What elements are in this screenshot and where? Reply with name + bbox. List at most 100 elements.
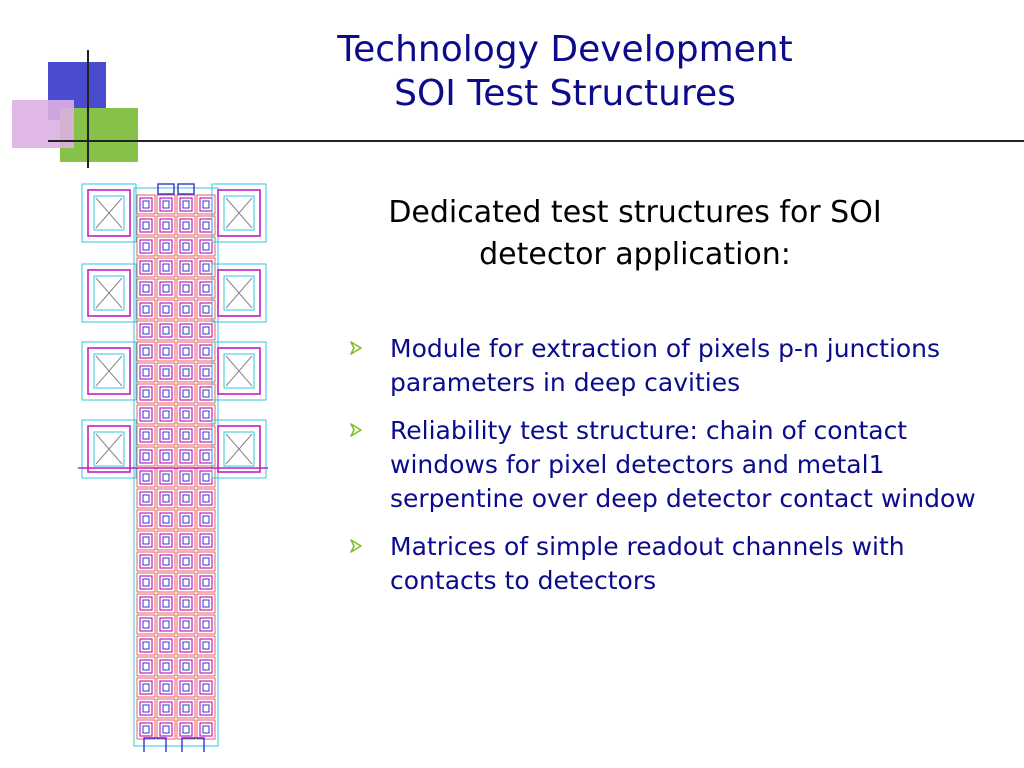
layout-cell-outer	[196, 551, 216, 572]
layout-cell-outer	[196, 488, 216, 509]
layout-cell-contact	[182, 641, 190, 650]
layout-cell-outer	[156, 530, 176, 551]
layout-cell-inner	[199, 344, 213, 359]
layout-cell-outer	[156, 614, 176, 635]
layout-cell-outer	[136, 719, 156, 740]
layout-cell-contact	[182, 599, 190, 608]
layout-pad-inner	[93, 195, 125, 231]
layout-cell-inner	[199, 701, 213, 716]
layout-cell-contact	[142, 473, 150, 482]
layout-cell-contact	[142, 536, 150, 545]
layout-cell-contact	[162, 641, 170, 650]
layout-cell-outer	[136, 488, 156, 509]
layout-cell-contact	[142, 410, 150, 419]
layout-cell-inner	[199, 260, 213, 275]
layout-cell-contact	[162, 305, 170, 314]
layout-cell-outer	[196, 362, 216, 383]
layout-cell-contact	[162, 599, 170, 608]
layout-cell-outer	[196, 530, 216, 551]
layout-cell-contact	[142, 221, 150, 230]
layout-cell-outer	[176, 677, 196, 698]
layout-cell-contact	[142, 662, 150, 671]
layout-cell-outer	[156, 572, 176, 593]
layout-cell-contact	[202, 221, 210, 230]
layout-cell-outer	[156, 635, 176, 656]
arrow-bullet-icon	[350, 539, 362, 553]
layout-cell-outer	[156, 425, 176, 446]
layout-cell-inner	[159, 470, 173, 485]
layout-cell-inner	[159, 596, 173, 611]
layout-cell-inner	[159, 365, 173, 380]
layout-cell-outer	[156, 404, 176, 425]
layout-cell-contact	[182, 452, 190, 461]
layout-cell-inner	[179, 533, 193, 548]
layout-cell-contact	[162, 326, 170, 335]
slide-subtitle: Dedicated test structures for SOI detect…	[330, 192, 940, 276]
layout-cell-contact	[162, 620, 170, 629]
layout-cell-contact	[162, 221, 170, 230]
layout-cell-inner	[139, 407, 153, 422]
layout-cell-outer	[176, 614, 196, 635]
layout-bottom-loop	[181, 737, 205, 752]
layout-pad-cross	[95, 197, 123, 229]
layout-cell-inner	[199, 512, 213, 527]
layout-cell-contact	[162, 389, 170, 398]
layout-cell-outer	[156, 341, 176, 362]
layout-pad-ring	[217, 347, 261, 395]
layout-cell-inner	[179, 428, 193, 443]
layout-cell-inner	[159, 449, 173, 464]
layout-cell-contact	[142, 284, 150, 293]
layout-cell-outer	[176, 635, 196, 656]
layout-cell-contact	[202, 725, 210, 734]
layout-cell-outer	[176, 194, 196, 215]
layout-cell-outer	[156, 593, 176, 614]
layout-cell-contact	[162, 515, 170, 524]
layout-cell-contact	[202, 578, 210, 587]
slide-title: Technology Development SOI Test Structur…	[200, 28, 930, 116]
layout-cell-inner	[179, 281, 193, 296]
layout-pad-cross	[95, 433, 123, 465]
layout-cell-contact	[202, 515, 210, 524]
layout-cell-outer	[136, 299, 156, 320]
layout-pad-outer	[81, 263, 137, 323]
layout-cell-outer	[156, 362, 176, 383]
layout-cell-inner	[159, 302, 173, 317]
layout-cell-contact	[162, 263, 170, 272]
layout-cell-inner	[199, 470, 213, 485]
layout-cell-outer	[176, 215, 196, 236]
layout-cell-outer	[136, 194, 156, 215]
layout-pad-ring	[217, 425, 261, 473]
layout-cell-outer	[176, 719, 196, 740]
layout-cell-contact	[142, 305, 150, 314]
layout-cell-contact	[182, 662, 190, 671]
layout-cell-inner	[179, 365, 193, 380]
layout-cell-contact	[182, 515, 190, 524]
layout-cell-outer	[136, 362, 156, 383]
layout-pad-outer	[211, 341, 267, 401]
layout-cell-inner	[179, 197, 193, 212]
layout-cell-inner	[179, 680, 193, 695]
arrow-bullet-icon	[350, 423, 362, 437]
layout-cell-inner	[159, 659, 173, 674]
layout-cell-outer	[176, 383, 196, 404]
layout-cell-outer	[196, 257, 216, 278]
layout-cell-contact	[182, 683, 190, 692]
layout-cell-outer	[196, 635, 216, 656]
layout-cell-inner	[139, 617, 153, 632]
layout-cell-inner	[179, 449, 193, 464]
layout-cell-inner	[159, 428, 173, 443]
layout-cell-inner	[159, 260, 173, 275]
layout-cell-inner	[179, 638, 193, 653]
layout-pad-outer	[211, 263, 267, 323]
layout-cell-outer	[136, 446, 156, 467]
slide-subtitle-line-2: detector application:	[479, 237, 791, 272]
layout-cell-contact	[202, 389, 210, 398]
layout-cell-contact	[142, 200, 150, 209]
layout-cell-inner	[199, 617, 213, 632]
layout-cell-inner	[179, 701, 193, 716]
layout-cell-outer	[196, 593, 216, 614]
layout-cell-contact	[202, 641, 210, 650]
layout-cell-contact	[202, 200, 210, 209]
layout-cell-contact	[142, 620, 150, 629]
layout-cell-contact	[162, 410, 170, 419]
